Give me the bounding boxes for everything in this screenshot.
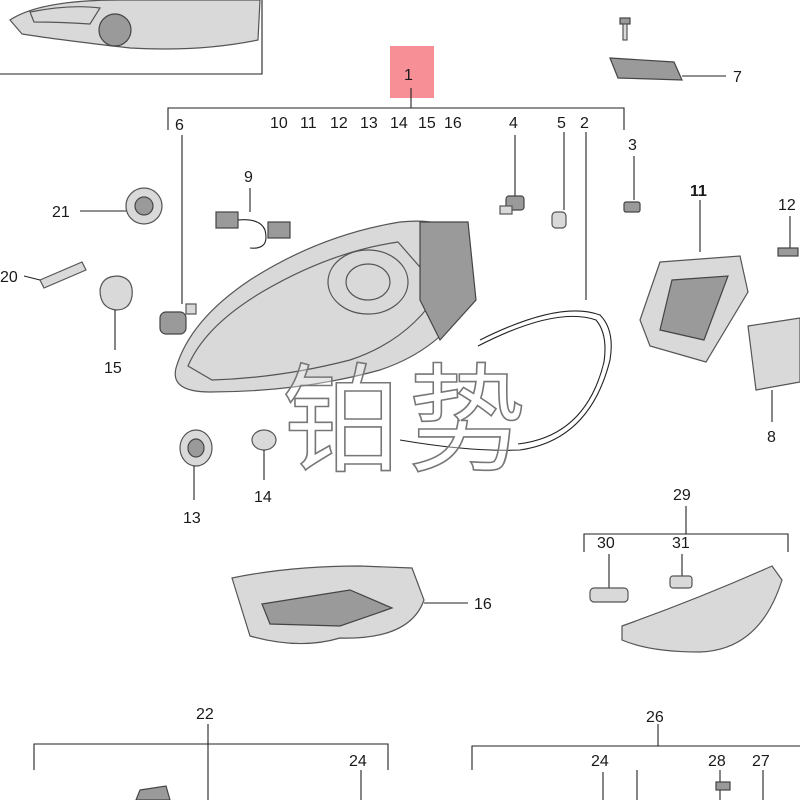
callout-30: 30 <box>597 535 615 552</box>
bulb-5 <box>551 132 567 229</box>
side-marker-29 <box>583 506 789 653</box>
bulb-6 <box>159 135 197 335</box>
housing-16 <box>231 565 468 645</box>
callout-15: 15 <box>104 360 122 377</box>
callout-6: 6 <box>175 117 184 134</box>
bracket-20 <box>23 261 87 289</box>
subpart-label: 16 <box>444 115 462 132</box>
callout-31: 31 <box>672 535 690 552</box>
subpart-label: 13 <box>360 115 378 132</box>
part-1-bracket <box>167 46 625 130</box>
callout-29: 29 <box>673 487 691 504</box>
callout-24-right: 24 <box>591 753 609 770</box>
cap-13 <box>179 429 213 500</box>
callout-14: 14 <box>254 489 272 506</box>
group-22 <box>33 724 389 800</box>
callout-5: 5 <box>557 115 566 132</box>
screw-12 <box>777 216 799 257</box>
watermark-char-2: 势 <box>408 352 526 490</box>
subpart-label: 15 <box>418 115 436 132</box>
group-26 <box>471 724 800 800</box>
callout-4: 4 <box>509 115 518 132</box>
callout-21: 21 <box>52 204 70 221</box>
wiring-loom <box>399 310 612 451</box>
watermark-char-1: 铂 <box>282 352 400 490</box>
callout-16: 16 <box>474 596 492 613</box>
subparts-row: 10 11 12 13 14 15 16 <box>270 115 462 132</box>
subpart-label: 11 <box>300 115 317 132</box>
callout-26: 26 <box>646 709 664 726</box>
callout-11: 11 <box>690 183 707 200</box>
callout-12: 12 <box>778 197 796 214</box>
module-7 <box>609 57 726 81</box>
callout-20: 20 <box>0 269 18 286</box>
subpart-label: 14 <box>390 115 408 132</box>
callout-24-left: 24 <box>349 753 367 770</box>
callout-27: 27 <box>752 753 770 770</box>
callout-1: 1 <box>404 67 413 84</box>
cover-11 <box>639 200 749 363</box>
car-thumbnail <box>0 0 263 75</box>
callout-2: 2 <box>580 115 589 132</box>
callout-28: 28 <box>708 753 726 770</box>
callout-22: 22 <box>196 706 214 723</box>
socket-15 <box>99 275 133 350</box>
callout-3: 3 <box>628 137 637 154</box>
subpart-label: 12 <box>330 115 348 132</box>
cap-14 <box>251 429 277 480</box>
headlight-assembly <box>174 220 477 393</box>
callout-8: 8 <box>767 429 776 446</box>
callout-9: 9 <box>244 169 253 186</box>
bulb-4 <box>499 135 525 215</box>
callout-13: 13 <box>183 510 201 527</box>
screw-top <box>619 17 631 41</box>
connector-9 <box>215 188 291 249</box>
control-module-8 <box>747 317 800 422</box>
callout-7: 7 <box>733 69 742 86</box>
highlight-box <box>390 46 434 98</box>
subpart-label: 10 <box>270 115 288 132</box>
screw-3 <box>623 156 641 213</box>
cap-21 <box>80 187 163 225</box>
